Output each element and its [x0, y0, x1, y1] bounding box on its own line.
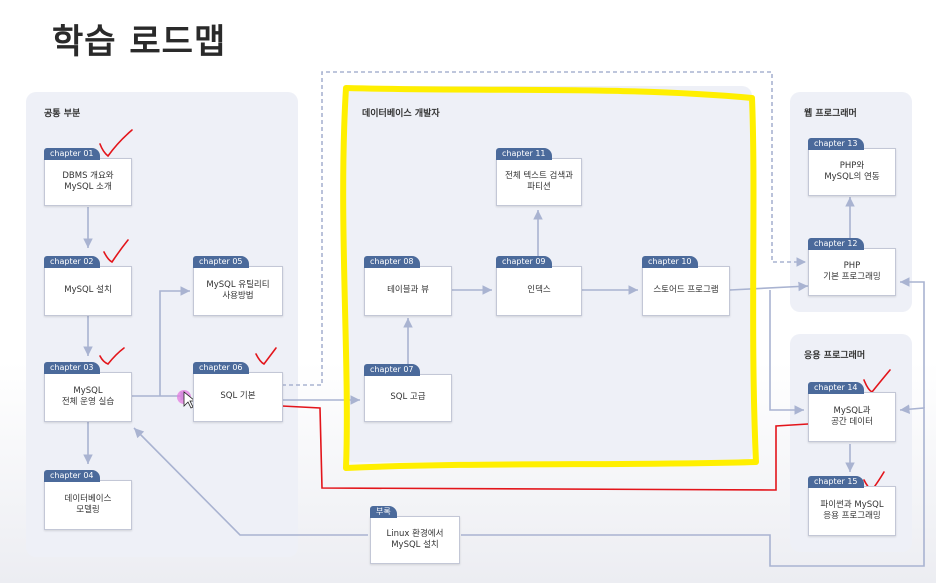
chapter-08-tag: chapter 08: [364, 256, 420, 268]
chapter-03-tag: chapter 03: [44, 362, 100, 374]
chapter-09-node[interactable]: chapter 09 인덱스: [496, 256, 582, 316]
chapter-06-label: SQL 기본: [220, 391, 256, 402]
chapter-05-node[interactable]: chapter 05 MySQL 유틸리티 사용방법: [193, 256, 283, 316]
chapter-08-label: 테이블과 뷰: [387, 285, 429, 296]
chapter-04-tag: chapter 04: [44, 470, 100, 482]
chapter-01-label: DBMS 개요와 MySQL 소개: [62, 170, 114, 192]
chapter-14-label: MySQL과 공간 데이터: [831, 405, 873, 427]
chapter-05-label: MySQL 유틸리티 사용방법: [206, 279, 270, 301]
chapter-11-node[interactable]: chapter 11 전체 텍스트 검색과 파티션: [496, 148, 582, 206]
chapter-15-tag: chapter 15: [808, 476, 864, 488]
check-ch06: [255, 347, 277, 366]
chapter-13-node[interactable]: chapter 13 PHP와 MySQL의 연동: [808, 138, 896, 196]
chapter-07-node[interactable]: chapter 07 SQL 고급: [364, 364, 452, 422]
arrow-ch03-ch05: [159, 286, 190, 396]
dashed-ch06-dbdev: [282, 71, 806, 386]
panel-app-title: 응용 프로그래머: [804, 351, 866, 361]
chapter-06-tag: chapter 06: [193, 362, 249, 374]
panel-common-title: 공통 부분: [44, 109, 81, 119]
chapter-07-label: SQL 고급: [390, 392, 426, 403]
page-title: 학습 로드맵: [52, 22, 227, 62]
chapter-04-label: 데이터베이스 모델링: [64, 493, 112, 515]
panel-db-dev-title: 데이터베이스 개발자: [362, 109, 440, 119]
chapter-09-label: 인덱스: [527, 285, 551, 296]
chapter-05-tag: chapter 05: [193, 256, 249, 268]
chapter-10-label: 스토어드 프로그램: [653, 285, 719, 296]
red-path-ch06-ch14: [281, 405, 809, 491]
appendix-label: Linux 환경에서 MySQL 설치: [386, 528, 444, 550]
check-ch01: [99, 129, 133, 158]
chapter-06-node[interactable]: chapter 06 SQL 기본: [193, 362, 283, 422]
chapter-09-tag: chapter 09: [496, 256, 552, 268]
chapter-02-node[interactable]: chapter 02 MySQL 설치: [44, 256, 132, 316]
chapter-08-node[interactable]: chapter 08 테이블과 뷰: [364, 256, 452, 316]
arrow-side-ch12: [900, 277, 925, 408]
check-ch14: [863, 369, 891, 394]
panel-web-title: 웹 프로그래머: [804, 109, 857, 119]
check-ch02: [103, 239, 129, 264]
chapter-10-tag: chapter 10: [642, 256, 698, 268]
chapter-03-label: MySQL 전체 운영 실습: [61, 385, 115, 407]
chapter-11-label: 전체 텍스트 검색과 파티션: [505, 170, 573, 192]
chapter-01-tag: chapter 01: [44, 148, 100, 160]
chapter-03-node[interactable]: chapter 03 MySQL 전체 운영 실습: [44, 362, 132, 422]
chapter-11-tag: chapter 11: [496, 148, 552, 160]
chapter-01-node[interactable]: chapter 01 DBMS 개요와 MySQL 소개: [44, 148, 132, 206]
chapter-13-label: PHP와 MySQL의 연동: [824, 160, 880, 182]
chapter-07-tag: chapter 07: [364, 364, 420, 376]
chapter-02-label: MySQL 설치: [64, 285, 112, 296]
arrow-ch10-ch14: [769, 290, 804, 415]
arrow-ch10-ch12: [729, 281, 809, 292]
chapter-15-node[interactable]: chapter 15 파이썬과 MySQL 응용 프로그래밍: [808, 476, 896, 536]
chapter-04-node[interactable]: chapter 04 데이터베이스 모델링: [44, 470, 132, 530]
chapter-10-node[interactable]: chapter 10 스토어드 프로그램: [642, 256, 730, 316]
chapter-15-label: 파이썬과 MySQL 응용 프로그래밍: [820, 499, 884, 521]
chapter-14-node[interactable]: chapter 14 MySQL과 공간 데이터: [808, 382, 896, 442]
chapter-12-tag: chapter 12: [808, 238, 864, 250]
chapter-14-tag: chapter 14: [808, 382, 864, 394]
appendix-node[interactable]: 부록 Linux 환경에서 MySQL 설치: [370, 506, 460, 564]
chapter-13-tag: chapter 13: [808, 138, 864, 150]
chapter-12-label: PHP 기본 프로그래밍: [823, 260, 881, 282]
check-ch03: [99, 347, 125, 365]
highlight-db-dev: [340, 85, 759, 471]
appendix-tag: 부록: [370, 506, 397, 518]
arrow-appendix-ch03: [133, 427, 368, 536]
chapter-12-node[interactable]: chapter 12 PHP 기본 프로그래밍: [808, 238, 896, 296]
arrow-appendix-ch14: [461, 404, 925, 567]
chapter-02-tag: chapter 02: [44, 256, 100, 268]
